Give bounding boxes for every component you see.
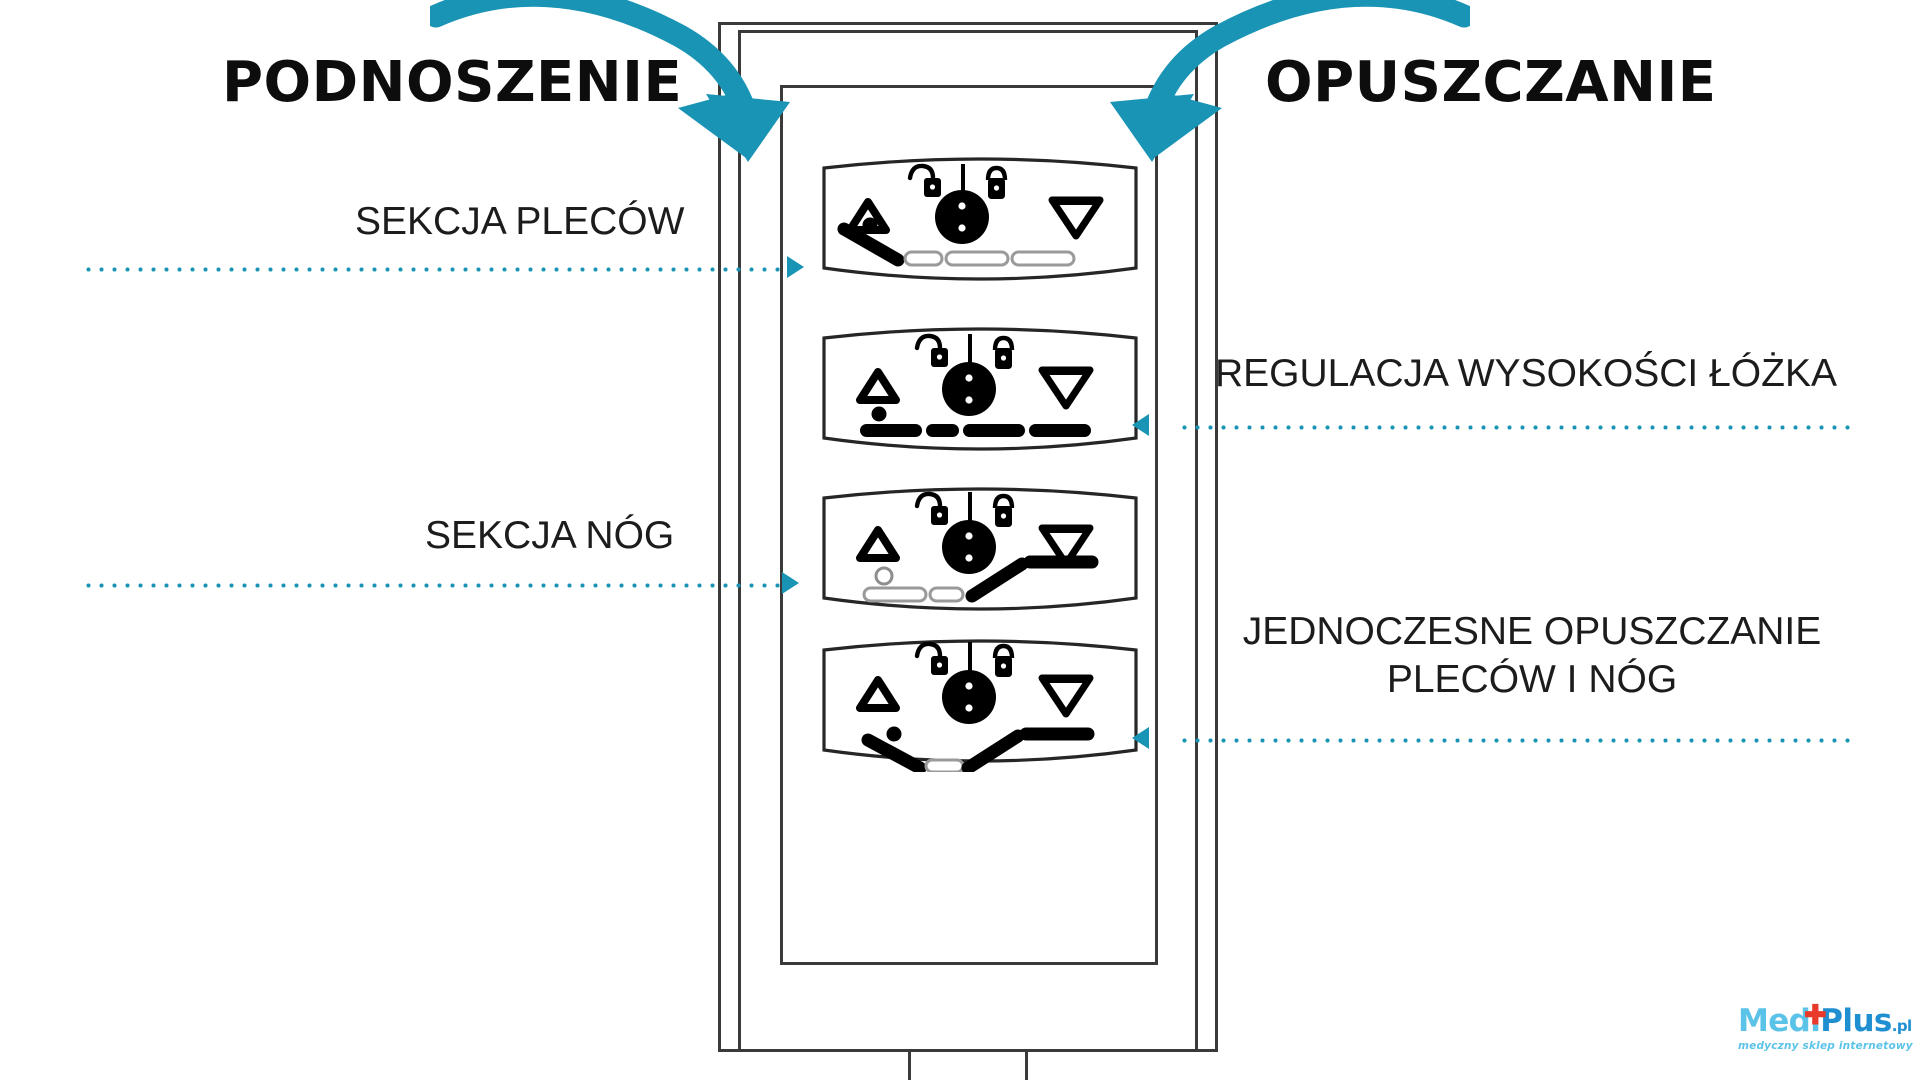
unlock-icon <box>914 333 948 367</box>
up-triangle-outline-icon <box>856 368 900 404</box>
unlock-icon <box>907 163 941 197</box>
logo-wordmark: MediPlus.pl <box>1738 1003 1912 1039</box>
button-panel-back-and-legs[interactable] <box>820 628 1140 772</box>
button-panel-back-section[interactable] <box>820 148 1140 292</box>
callout-leg-section: SEKCJA NÓG <box>425 514 675 557</box>
leader-line-bed-height <box>1178 425 1858 430</box>
lock-icon <box>985 165 1008 199</box>
legrest-raised-pictogram-icon <box>862 555 1099 603</box>
lock-icon <box>992 335 1015 369</box>
flat-bed-pictogram-icon <box>860 406 1091 437</box>
leader-arrowhead-leg-section <box>782 572 799 594</box>
up-triangle-outline-icon <box>856 526 900 562</box>
leader-arrowhead-both-sections <box>1132 727 1149 749</box>
down-triangle-filled-icon <box>1038 524 1094 568</box>
leader-arrowhead-bed-height <box>1132 414 1149 436</box>
lock-icon <box>992 493 1015 527</box>
logo-text-domain: .pl <box>1891 1017 1912 1035</box>
leader-line-both-sections <box>1178 738 1858 743</box>
leader-line-leg-section <box>82 583 782 588</box>
round-button-icon <box>935 190 989 244</box>
page-title-raise: PODNOSZENIE <box>222 50 683 115</box>
logo-tagline: medyczny sklep internetowy <box>1738 1040 1913 1052</box>
mediplus-logo: MediPlus.pl ✚ medyczny sklep internetowy <box>1738 1002 1913 1062</box>
up-triangle-outline-icon <box>856 676 900 712</box>
logo-text-medi: Medi <box>1738 1003 1821 1039</box>
unlock-icon <box>914 491 948 525</box>
logo-text-plus: Plus <box>1820 1003 1892 1039</box>
round-button-icon <box>942 670 996 724</box>
down-triangle-filled-icon <box>1038 366 1094 410</box>
callout-back-section: SEKCJA PLECÓW <box>355 200 685 243</box>
lock-icon <box>992 643 1015 677</box>
medical-cross-icon: ✚ <box>1804 1000 1827 1030</box>
callout-bed-height: REGULACJA WYSOKOŚCI ŁÓŻKA <box>1215 352 1837 395</box>
leader-arrowhead-back-section <box>787 256 804 278</box>
remote-bottom-connector <box>908 1052 1028 1080</box>
round-button-icon <box>942 520 996 574</box>
chair-position-pictogram-icon <box>861 726 1095 772</box>
down-triangle-filled-icon <box>1048 196 1104 240</box>
page-title-lower: OPUSZCZANIE <box>1265 50 1717 115</box>
unlock-icon <box>914 641 948 675</box>
callout-both-sections: JEDNOCZESNE OPUSZCZANIE PLECÓW I NÓG <box>1242 610 1822 701</box>
round-button-icon <box>942 362 996 416</box>
button-panel-bed-height[interactable] <box>820 318 1140 462</box>
backrest-raised-pictogram-icon <box>837 217 1076 267</box>
leader-line-back-section <box>82 267 787 272</box>
down-triangle-filled-icon <box>1038 674 1094 718</box>
button-panel-leg-section[interactable] <box>820 478 1140 622</box>
